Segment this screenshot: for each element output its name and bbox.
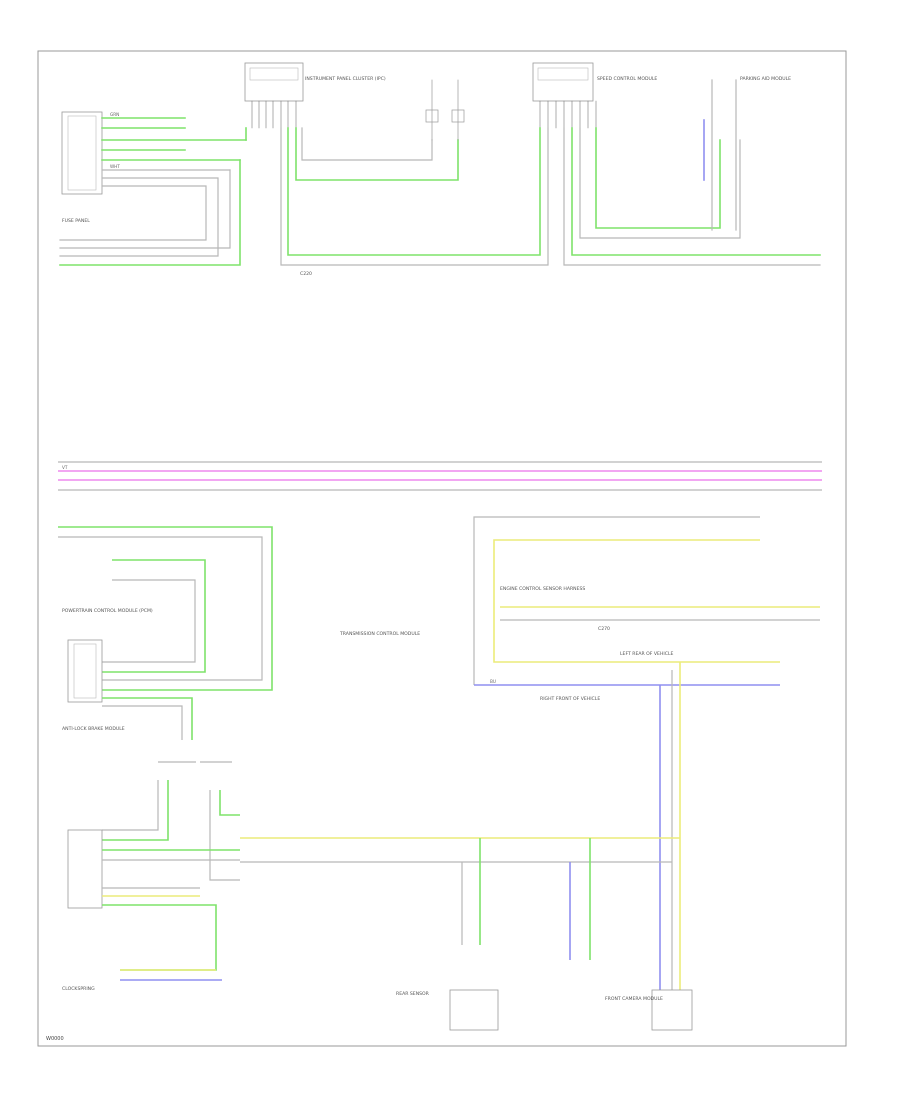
middle-bus <box>58 461 822 491</box>
lower-right-section <box>240 516 820 1031</box>
wire-tag-bu: BU <box>490 679 496 684</box>
ipc-pins <box>251 100 297 129</box>
label-abs: ANTI-LOCK BRAKE MODULE <box>62 726 125 732</box>
label-engine-ctrl: ENGINE CONTROL SENSOR HARNESS <box>500 586 585 592</box>
label-parking-aid: PARKING AID MODULE <box>740 76 791 82</box>
label-front-camera: FRONT CAMERA MODULE <box>605 996 663 1002</box>
ipc-module-inner <box>249 67 299 81</box>
label-connector-c2: C270 <box>598 626 610 632</box>
label-lr-vehicle: LEFT REAR OF VEHICLE <box>620 651 674 657</box>
top-center-connector <box>425 79 465 141</box>
wire-tag-grn: GRN <box>110 112 119 117</box>
speed-module-box <box>532 62 594 102</box>
top-section <box>59 62 821 266</box>
left-connector-gray-wires <box>59 169 231 257</box>
front-camera-box <box>651 989 693 1031</box>
left-connector-inner <box>67 115 97 191</box>
page-code: W0000 <box>46 1036 64 1042</box>
diagram-labels: INSTRUMENT PANEL CLUSTER (IPC) SPEED CON… <box>62 76 791 1002</box>
speed-module-inner <box>537 67 589 81</box>
label-clockspring: CLOCKSPRING <box>62 986 95 992</box>
ipc-module-box <box>244 62 304 102</box>
speed-module-pins <box>539 100 597 129</box>
left-connector-green-wires <box>59 117 247 266</box>
label-ipc: INSTRUMENT PANEL CLUSTER (IPC) <box>305 76 386 82</box>
label-fuse-panel: FUSE PANEL <box>62 218 90 224</box>
lower-left-section <box>58 526 273 981</box>
rear-sensor-box <box>449 989 499 1031</box>
wire-tag-wht: WHT <box>110 164 120 169</box>
left-connector-box <box>61 111 103 195</box>
speed-module-right-wires <box>563 79 821 266</box>
label-pcm: POWERTRAIN CONTROL MODULE (PCM) <box>62 608 153 614</box>
diagram-frame <box>37 50 847 1047</box>
label-speed-control: SPEED CONTROL MODULE <box>597 76 657 82</box>
wire-tag-vt: VT <box>62 465 68 470</box>
label-rear-sensor: REAR SENSOR <box>396 991 430 997</box>
label-connector-c1: C220 <box>300 271 312 277</box>
label-right-front: RIGHT FRONT OF VEHICLE <box>540 696 600 702</box>
label-trans-ctrl: TRANSMISSION CONTROL MODULE <box>339 631 420 637</box>
ipc-down-wires <box>280 127 549 266</box>
bottom-left-connector <box>67 829 103 909</box>
lower-left-connector <box>67 639 103 703</box>
